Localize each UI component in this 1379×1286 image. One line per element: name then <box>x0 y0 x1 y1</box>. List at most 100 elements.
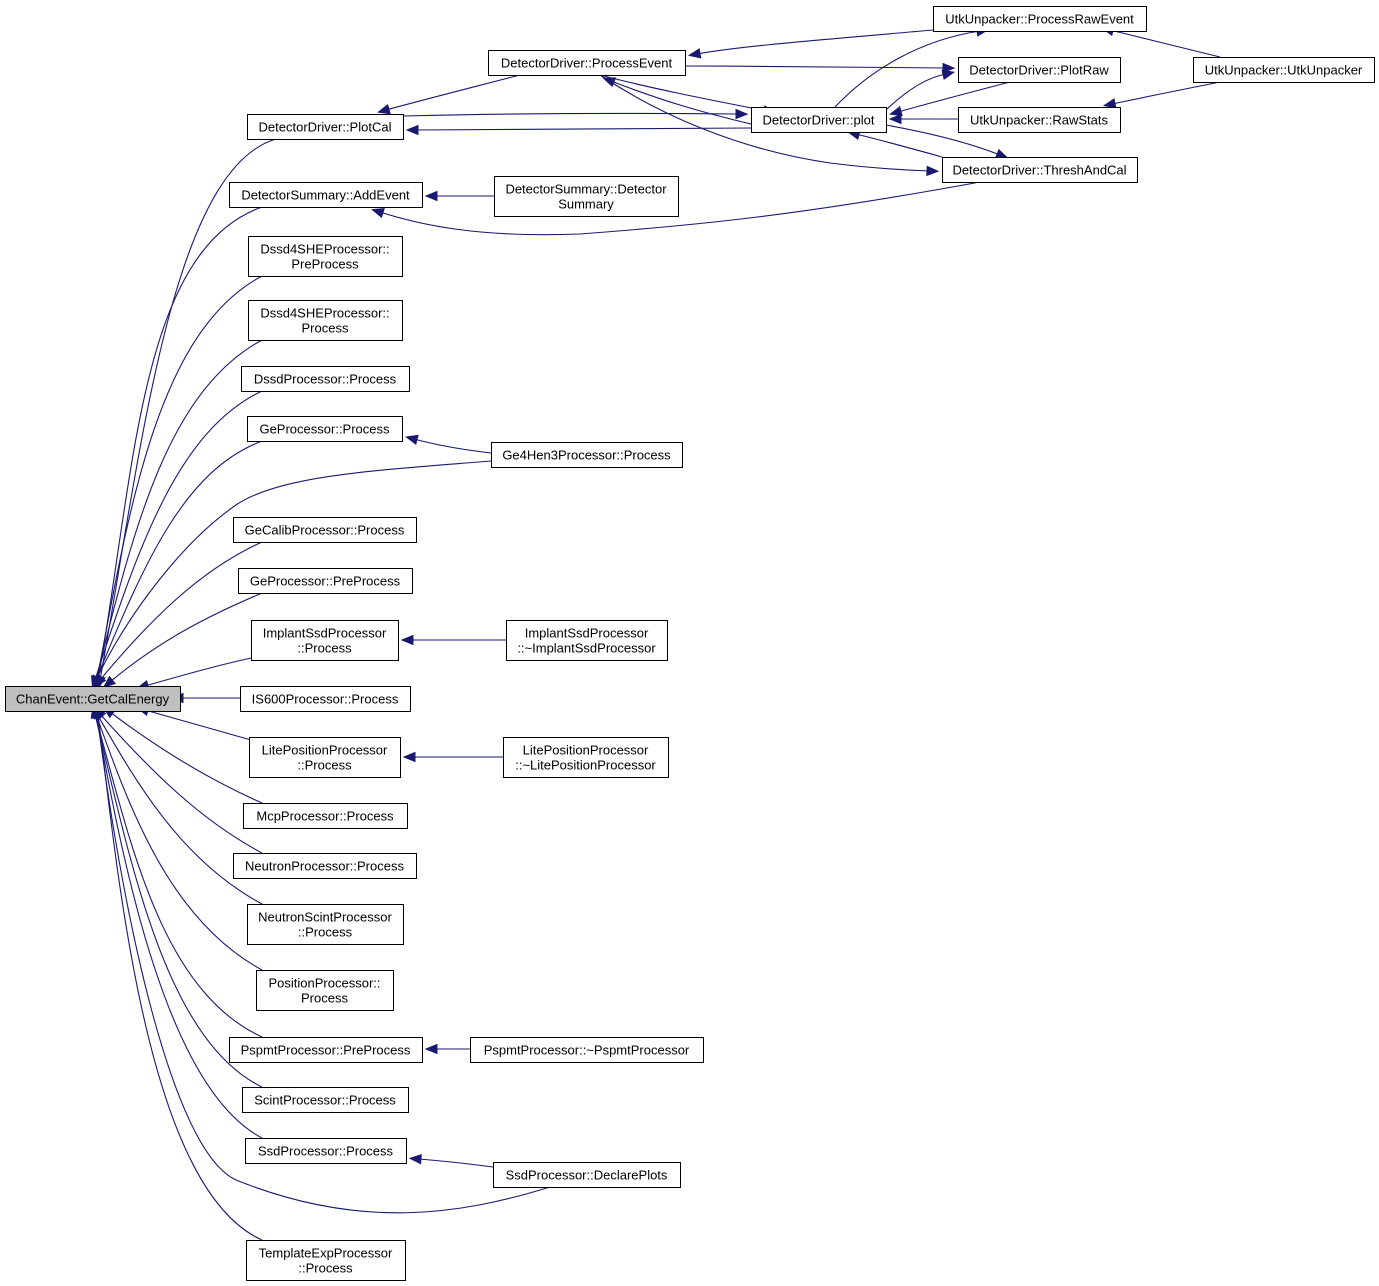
edge-line <box>96 713 551 1214</box>
node-ssdproc[interactable]: SsdProcessor::Process <box>245 1138 407 1164</box>
edge-line <box>696 29 934 55</box>
node-label: NeutronScintProcessor <box>258 910 392 925</box>
node-label: PspmtProcessor::~PspmtProcessor <box>484 1043 690 1058</box>
node-label: ::~ImplantSsdProcessor <box>517 641 656 656</box>
node-box <box>247 416 403 442</box>
node-pspmtpre[interactable]: PspmtProcessor::PreProcess <box>229 1037 423 1063</box>
node-lite[interactable]: LitePositionProcessor::Process <box>249 737 401 778</box>
node-mcp[interactable]: McpProcessor::Process <box>243 803 408 829</box>
node-scint[interactable]: ScintProcessor::Process <box>242 1087 409 1113</box>
node-template[interactable]: TemplateExpProcessor::Process <box>246 1240 406 1281</box>
node-nscint[interactable]: NeutronScintProcessor::Process <box>247 904 404 945</box>
node-box <box>493 1162 681 1188</box>
node-processraw[interactable]: UtkUnpacker::ProcessRawEvent <box>933 6 1147 32</box>
node-root[interactable]: ChanEvent::GetCalEnergy <box>5 686 181 712</box>
node-geproc[interactable]: GeProcessor::Process <box>247 416 403 442</box>
node-box <box>248 236 403 277</box>
node-box <box>245 1138 407 1164</box>
edge-arrowhead <box>400 634 414 646</box>
node-dssd4pre[interactable]: Dssd4SHEProcessor::PreProcess <box>248 236 403 277</box>
node-pspmtdtor[interactable]: PspmtProcessor::~PspmtProcessor <box>470 1037 704 1063</box>
edge-processevent-to-plot <box>599 74 777 116</box>
edge-line <box>885 124 1001 156</box>
node-dssdproc[interactable]: DssdProcessor::Process <box>241 366 410 392</box>
node-summary[interactable]: DetectorSummary::DetectorSummary <box>494 176 679 217</box>
node-plotcal[interactable]: DetectorDriver::PlotCal <box>247 114 404 140</box>
node-gepre[interactable]: GeProcessor::PreProcess <box>238 568 413 594</box>
node-label: UtkUnpacker::UtkUnpacker <box>1205 63 1363 78</box>
edge-line <box>97 713 263 1241</box>
node-implant[interactable]: ImplantSsdProcessor::Process <box>251 620 399 661</box>
node-addevent[interactable]: DetectorSummary::AddEvent <box>229 182 423 208</box>
node-box <box>251 620 399 661</box>
node-box <box>248 300 403 341</box>
edge-line <box>95 440 263 681</box>
node-label: ImplantSsdProcessor <box>525 626 649 641</box>
node-box <box>249 737 401 778</box>
edge-line <box>96 713 263 905</box>
edge-line <box>379 181 981 236</box>
edge-rawstats-to-plot <box>888 113 958 125</box>
edge-line <box>599 74 768 112</box>
edge-threshcal-to-addevent <box>371 181 981 236</box>
nodes-layer: ChanEvent::GetCalEnergy DetectorDriver::P… <box>5 6 1375 1281</box>
edge-addevent-to-root <box>93 206 263 690</box>
node-box <box>494 176 679 217</box>
node-box <box>470 1037 704 1063</box>
node-processevent[interactable]: DetectorDriver::ProcessEvent <box>488 50 686 76</box>
edge-line <box>885 73 947 111</box>
node-label: SsdProcessor::Process <box>258 1144 394 1159</box>
edge-plotraw-to-plot <box>889 81 1011 117</box>
node-label: ::Process <box>297 758 352 773</box>
edge-line <box>94 390 263 681</box>
edge-line <box>385 74 521 111</box>
node-neutron[interactable]: NeutronProcessor::Process <box>233 853 417 879</box>
node-ssddeclare[interactable]: SsdProcessor::DeclarePlots <box>493 1162 681 1188</box>
node-label: TemplateExpProcessor <box>259 1246 393 1261</box>
node-label: IS600Processor::Process <box>252 692 399 707</box>
node-label: PspmtProcessor::PreProcess <box>241 1043 411 1058</box>
edge-line <box>834 30 981 108</box>
edge-plotcal-to-plot <box>402 108 749 120</box>
edge-line <box>94 713 263 1088</box>
node-label: SsdProcessor::DeclarePlots <box>506 1168 668 1183</box>
edge-scint-to-root <box>90 704 263 1088</box>
node-litedtor[interactable]: LitePositionProcessor::~LitePositionProc… <box>503 737 669 778</box>
edge-line <box>402 112 740 117</box>
edge-ssddeclare-to-ssdproc <box>408 1153 494 1168</box>
edge-pspmtdtor-to-pspmtpre <box>424 1043 470 1055</box>
node-threshcal[interactable]: DetectorDriver::ThreshAndCal <box>942 157 1138 183</box>
node-box <box>247 114 404 140</box>
node-box <box>933 6 1147 32</box>
node-label: ::Process <box>297 641 352 656</box>
node-box <box>503 737 669 778</box>
edge-line <box>144 657 252 687</box>
edge-arrowhead <box>888 113 902 125</box>
edge-geproc-to-root <box>92 440 263 689</box>
node-label: DssdProcessor::Process <box>254 372 397 387</box>
edge-line <box>95 713 263 1139</box>
edge-line <box>94 713 263 1038</box>
node-label: ChanEvent::GetCalEnergy <box>16 692 170 707</box>
node-position[interactable]: PositionProcessor::Process <box>256 970 394 1011</box>
node-label: ScintProcessor::Process <box>254 1093 396 1108</box>
node-box <box>242 1087 409 1113</box>
node-is600[interactable]: IS600Processor::Process <box>240 686 411 712</box>
node-plotraw[interactable]: DetectorDriver::PlotRaw <box>958 57 1121 83</box>
edge-line <box>99 541 263 681</box>
node-plot[interactable]: DetectorDriver::plot <box>751 107 887 133</box>
node-box <box>233 853 417 879</box>
node-utkunpacker[interactable]: UtkUnpacker::UtkUnpacker <box>1193 57 1375 83</box>
node-label: PreProcess <box>291 257 359 272</box>
node-implantdtor[interactable]: ImplantSsdProcessor::~ImplantSsdProcesso… <box>506 620 668 661</box>
node-ge4hen3[interactable]: Ge4Hen3Processor::Process <box>491 442 683 468</box>
node-gecalib[interactable]: GeCalibProcessor::Process <box>233 517 417 543</box>
edge-processevent-to-threshcal <box>599 74 940 177</box>
edge-implantdtor-to-implant <box>400 634 506 646</box>
node-dssd4proc[interactable]: Dssd4SHEProcessor::Process <box>248 300 403 341</box>
node-rawstats[interactable]: UtkUnpacker::RawStats <box>958 107 1121 133</box>
edge-arrowhead <box>941 69 956 80</box>
edge-line <box>99 713 263 854</box>
edge-arrowhead <box>424 1043 438 1055</box>
